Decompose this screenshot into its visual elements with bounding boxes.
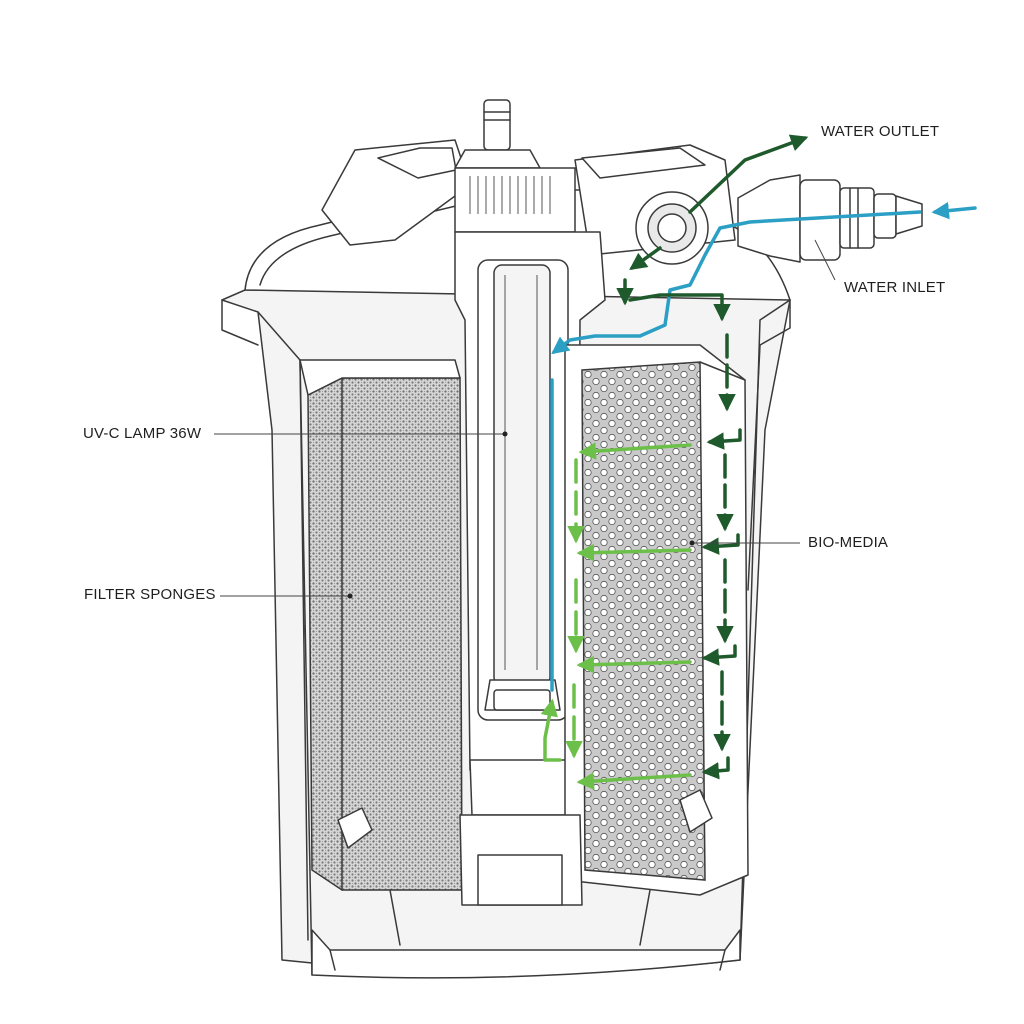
filter-sponges: [299, 359, 463, 891]
filtered-flow-path: [540, 442, 692, 790]
outlet-flow-path: [616, 134, 809, 780]
label-water-inlet: WATER INLET: [844, 279, 946, 296]
inlet-hose-connector: [737, 174, 923, 263]
bio-media-basket: [564, 344, 749, 896]
label-uv-lamp: UV-C LAMP 36W: [83, 425, 202, 442]
inlet-flow-path: [550, 201, 977, 692]
inlet-hose-flow: [551, 210, 922, 355]
label-water-outlet: WATER OUTLET: [821, 123, 940, 140]
label-leaders: [214, 239, 836, 599]
label-bio-media: BIO-MEDIA: [808, 534, 889, 551]
leader-water-inlet: [814, 239, 836, 281]
label-filter-sponges: FILTER SPONGES: [84, 586, 216, 603]
inlet-arrow-icon: [931, 201, 977, 220]
outlet-arrow-icon: [688, 134, 809, 214]
base-sump: [389, 814, 651, 946]
